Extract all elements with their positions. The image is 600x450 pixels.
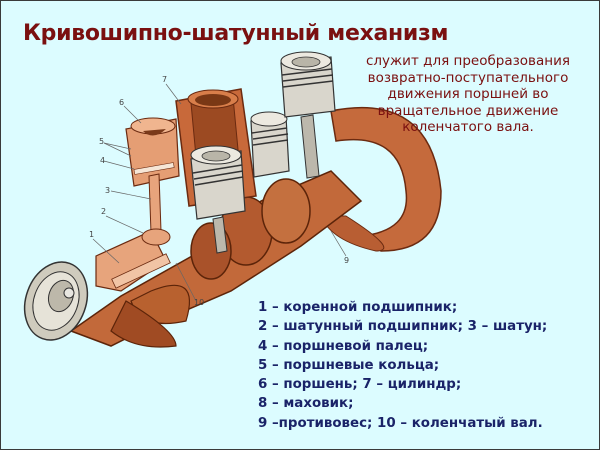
slide-title: Кривошипно-шатунный механизм (23, 21, 449, 46)
legend-item: 6 – поршень; 7 – цилиндр; (258, 377, 462, 393)
svg-text:10: 10 (194, 298, 204, 307)
svg-text:1: 1 (89, 230, 94, 239)
legend-item: 5 – поршневые кольца; (258, 357, 440, 373)
subtitle-line: служит для преобразования (365, 53, 571, 69)
subtitle-line: движения поршней во (387, 86, 549, 102)
svg-text:4: 4 (100, 156, 105, 165)
subtitle-line: коленчатого вала. (402, 119, 534, 135)
svg-text:7: 7 (162, 75, 167, 84)
main-bearing (95, 230, 171, 292)
piston-center (190, 145, 246, 254)
callout-numbers: 1 2 3 4 5 6 7 9 10 (89, 75, 349, 307)
slide-subtitle: служит для преобразования возвратно-пост… (353, 53, 583, 136)
legend-item: 8 – маховик; (258, 396, 354, 412)
legend-item: 2 – шатунный подшипник; 3 – шатун; (258, 319, 548, 335)
subtitle-line: вращательное движение (377, 102, 559, 119)
legend-item: 4 – поршневой палец; (258, 338, 429, 354)
parts-legend: 1 – коренной подшипник; 2 – шатунный под… (258, 298, 547, 433)
counterweight-right (320, 106, 442, 252)
callout-leaders (92, 83, 347, 302)
svg-text:9: 9 (344, 256, 349, 265)
svg-text:5: 5 (99, 137, 104, 146)
svg-text:3: 3 (105, 186, 110, 195)
piston-middle (250, 111, 290, 178)
svg-text:2: 2 (101, 207, 106, 216)
legend-item: 9 –противовес; 10 – коленчатый вал. (258, 415, 543, 431)
svg-text:6: 6 (119, 98, 124, 107)
piston-right (280, 51, 336, 179)
flywheel (23, 261, 89, 341)
piston-left (125, 117, 180, 246)
legend-item: 1 – коренной подшипник; (258, 300, 458, 315)
subtitle-line: возвратно-поступательного (367, 69, 569, 86)
